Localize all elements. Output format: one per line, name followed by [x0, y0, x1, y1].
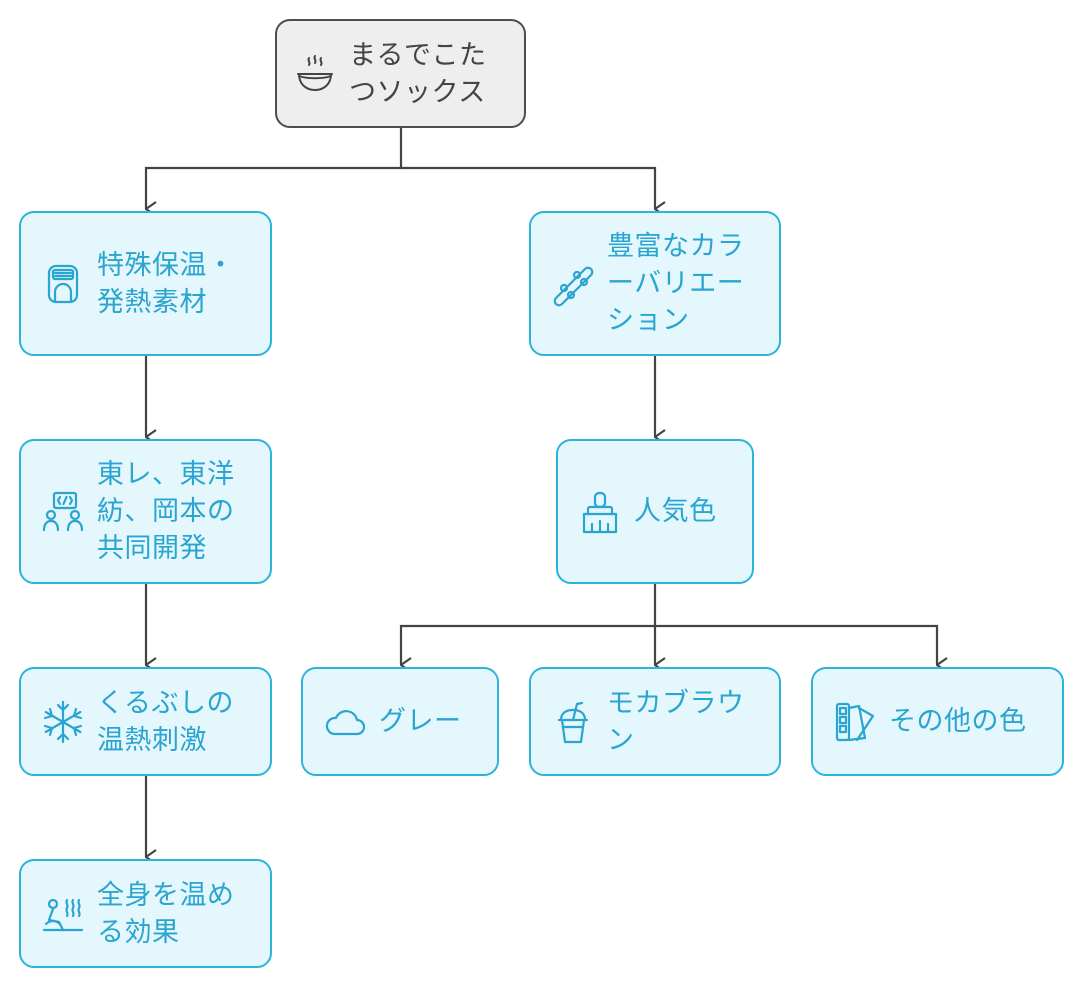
node-partners-label: 東レ、東洋 紡、岡本の 共同開発: [97, 459, 235, 564]
node-popular[interactable]: 人気色: [556, 439, 754, 584]
edge-popular-gray: [399, 584, 657, 665]
edge-root-branch-right: [401, 166, 655, 209]
drink-cup-icon: [551, 700, 595, 744]
edge-popular-other: [655, 624, 937, 665]
node-partners[interactable]: 東レ、東洋 紡、岡本の 共同開発: [19, 439, 272, 584]
node-popular-label: 人気色: [634, 496, 717, 527]
node-other-label: その他の色: [889, 706, 1027, 737]
paint-brush-icon: [578, 490, 622, 534]
collaboration-icon: [41, 490, 85, 534]
node-colors-variety[interactable]: 豊富なカラ ーバリエー ション: [529, 211, 781, 356]
node-stimulation[interactable]: くるぶしの 温熱刺激: [19, 667, 272, 776]
color-swatch-icon: [833, 700, 877, 744]
steaming-bowl-icon: [293, 52, 337, 96]
snowflake-icon: [41, 700, 85, 744]
node-other[interactable]: その他の色: [811, 667, 1064, 776]
node-mocha[interactable]: モカブラウ ン: [529, 667, 781, 776]
thermos-icon: [41, 262, 85, 306]
node-gray-label: グレー: [379, 706, 462, 737]
node-material-label: 特殊保温・ 発熱素材: [97, 249, 235, 318]
node-colors-variety-label: 豊富なカラ ーバリエー ション: [607, 231, 745, 336]
node-root[interactable]: まるでこた つソックス: [275, 19, 526, 128]
node-gray[interactable]: グレー: [301, 667, 499, 776]
node-stimulation-label: くるぶしの 温熱刺激: [97, 687, 234, 756]
hot-spring-bath-icon: [41, 892, 85, 936]
node-effect[interactable]: 全身を温め る効果: [19, 859, 272, 968]
node-material[interactable]: 特殊保温・ 発熱素材: [19, 211, 272, 356]
node-root-label: まるでこた つソックス: [349, 39, 487, 108]
node-mocha-label: モカブラウ ン: [607, 687, 745, 756]
node-effect-label: 全身を温め る効果: [97, 879, 235, 948]
cloud-icon: [323, 700, 367, 744]
skateboard-icon: [551, 262, 595, 306]
edge-root-branch: [144, 128, 403, 209]
